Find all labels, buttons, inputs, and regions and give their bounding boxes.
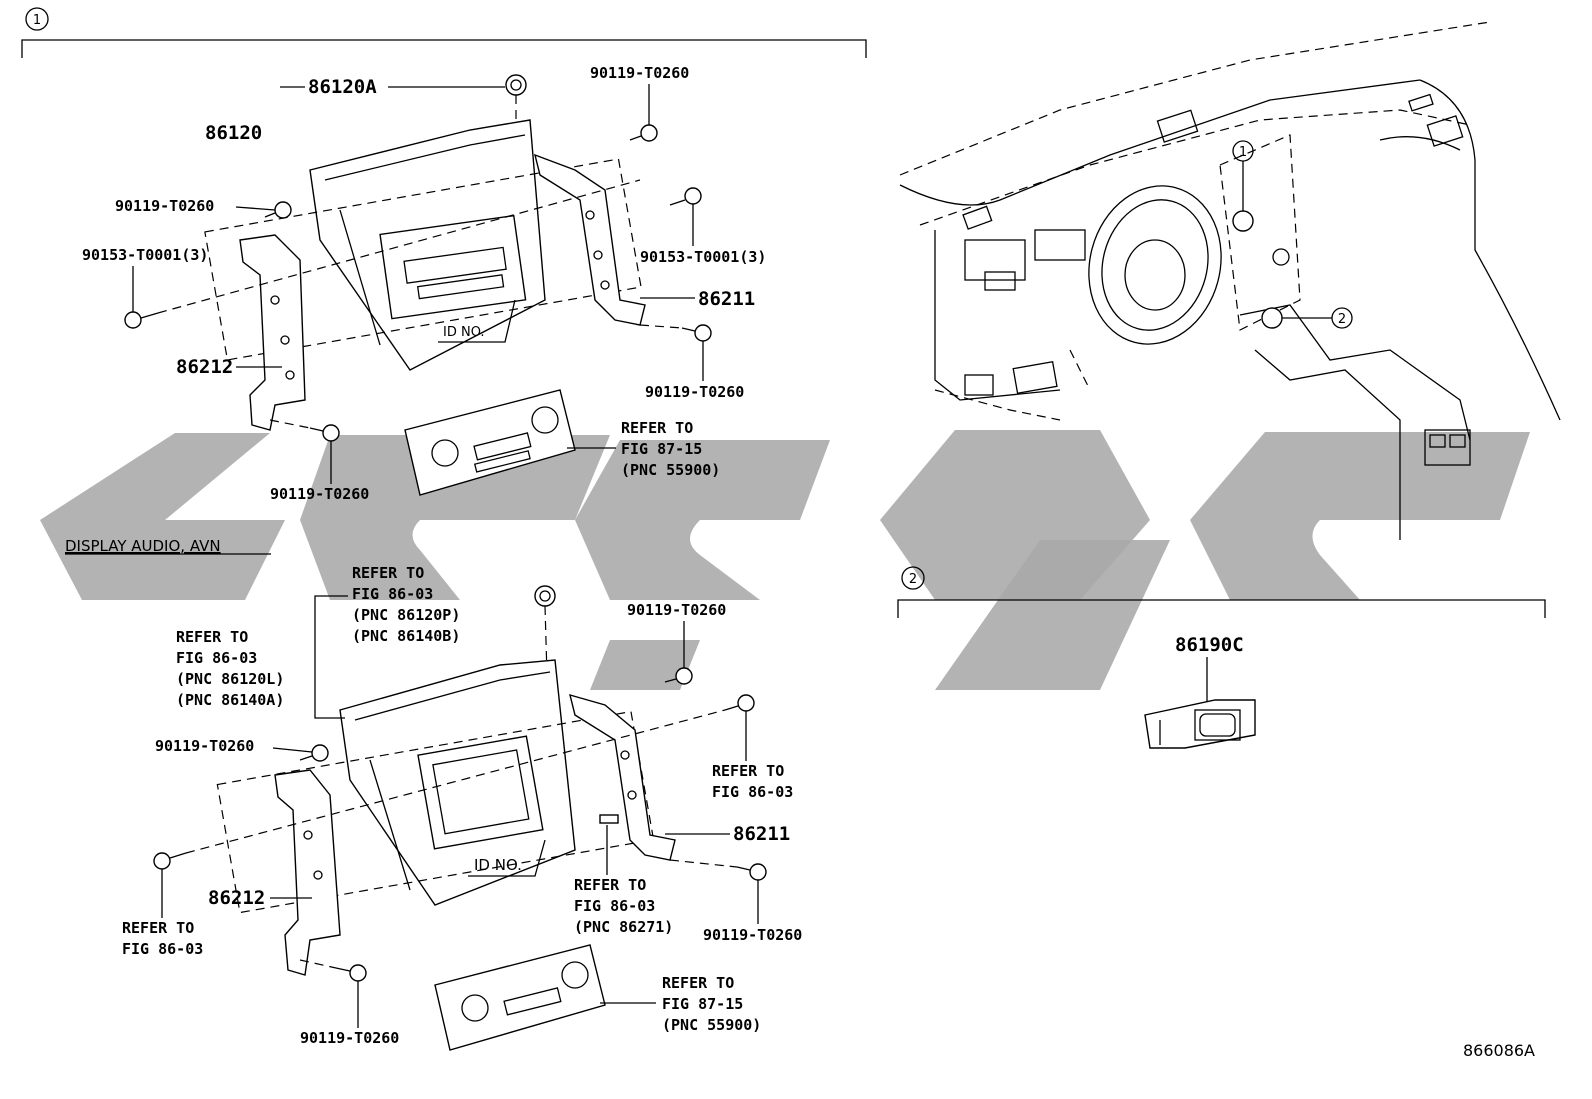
svg-text:REFER TO: REFER TO bbox=[574, 876, 646, 894]
section-1-marker: 1 bbox=[33, 13, 41, 28]
watermark-logo bbox=[40, 430, 1530, 690]
svg-text:(PNC 55900): (PNC 55900) bbox=[662, 1016, 761, 1034]
display-audio-heading: DISPLAY AUDIO, AVN bbox=[65, 537, 221, 555]
bezel-86120 bbox=[309, 119, 546, 371]
ac-control-unit bbox=[404, 389, 576, 496]
svg-text:REFER TO: REFER TO bbox=[662, 974, 734, 992]
id-number-label: ID NO. bbox=[474, 856, 522, 874]
refer-fig-86-03-bottom-left: REFER TO FIG 86-03 bbox=[122, 919, 203, 958]
callout-86211: 86211 bbox=[733, 823, 790, 845]
bracket-86212 bbox=[239, 234, 306, 431]
clip-86120a bbox=[505, 74, 527, 96]
svg-text:(PNC 86140B): (PNC 86140B) bbox=[352, 627, 460, 645]
svg-text:REFER TO: REFER TO bbox=[712, 762, 784, 780]
svg-text:(PNC 86271): (PNC 86271) bbox=[574, 918, 673, 936]
section-1-labels: 86120A 86120 90119-T0260 90119-T0260 901… bbox=[82, 64, 766, 503]
svg-text:FIG 86-03: FIG 86-03 bbox=[176, 649, 257, 667]
svg-text:REFER TO: REFER TO bbox=[352, 564, 424, 582]
refer-86271: REFER TO FIG 86-03 (PNC 86271) bbox=[574, 876, 673, 936]
callout-bolt-top-right: 90119-T0260 bbox=[590, 64, 689, 82]
id-number-label: ID NO. bbox=[443, 325, 485, 340]
refer-fig-87-15-lower: REFER TO FIG 87-15 (PNC 55900) bbox=[662, 974, 761, 1034]
overview-marker-1: 1 bbox=[1239, 145, 1247, 160]
svg-text:(PNC 55900): (PNC 55900) bbox=[621, 461, 720, 479]
callout-bolt-bottom: 90119-T0260 bbox=[270, 485, 369, 503]
clip-display bbox=[534, 585, 556, 607]
callout-bolt-right: 90119-T0260 bbox=[703, 926, 802, 944]
callout-screw-left: 90153-T0001(3) bbox=[82, 246, 208, 264]
svg-text:FIG 87-15: FIG 87-15 bbox=[621, 440, 702, 458]
display-audio-drawing bbox=[153, 585, 767, 1051]
callout-screw-right: 90153-T0001(3) bbox=[640, 248, 766, 266]
callout-bolt-top-left: 90119-T0260 bbox=[115, 197, 214, 215]
callout-86190c: 86190C bbox=[1175, 634, 1244, 656]
section-2-frame: 2 bbox=[897, 566, 1546, 618]
callout-86211: 86211 bbox=[698, 288, 755, 310]
callout-86120a: 86120A bbox=[308, 76, 377, 98]
section-1-frame: 1 bbox=[21, 7, 867, 58]
callout-bolt-bottom: 90119-T0260 bbox=[300, 1029, 399, 1047]
section-2-marker: 2 bbox=[909, 572, 917, 587]
callout-86212: 86212 bbox=[176, 356, 233, 378]
steering-wheel bbox=[1088, 185, 1222, 345]
display-audio-labels: REFER TO FIG 86-03 (PNC 86120P) (PNC 861… bbox=[122, 564, 802, 1047]
dashboard-overview: 1 2 bbox=[899, 21, 1561, 540]
callout-86120: 86120 bbox=[205, 122, 262, 144]
figure-id: 866086A bbox=[1463, 1041, 1535, 1060]
overview-marker-2: 2 bbox=[1338, 312, 1346, 327]
svg-text:REFER TO: REFER TO bbox=[176, 628, 248, 646]
callout-bolt-right: 90119-T0260 bbox=[645, 383, 744, 401]
svg-text:FIG 87-15: FIG 87-15 bbox=[662, 995, 743, 1013]
refer-86120l: REFER TO FIG 86-03 (PNC 86120L) (PNC 861… bbox=[176, 628, 284, 709]
svg-text:REFER TO: REFER TO bbox=[621, 419, 693, 437]
switch-86190c bbox=[1144, 699, 1256, 749]
svg-text:FIG 86-03: FIG 86-03 bbox=[574, 897, 655, 915]
callout-bolt-top-right: 90119-T0260 bbox=[627, 601, 726, 619]
callout-bolt-top-left: 90119-T0260 bbox=[155, 737, 254, 755]
svg-text:(PNC 86140A): (PNC 86140A) bbox=[176, 691, 284, 709]
section-1-drawing bbox=[124, 74, 712, 496]
refer-86120p: REFER TO FIG 86-03 (PNC 86120P) (PNC 861… bbox=[352, 564, 460, 645]
refer-fig-86-03-right: REFER TO FIG 86-03 bbox=[712, 762, 793, 801]
svg-text:FIG 86-03: FIG 86-03 bbox=[712, 783, 793, 801]
refer-fig-87-15-upper: REFER TO FIG 87-15 (PNC 55900) bbox=[621, 419, 720, 479]
callout-86212: 86212 bbox=[208, 887, 265, 909]
svg-text:FIG 86-03: FIG 86-03 bbox=[122, 940, 203, 958]
svg-text:(PNC 86120L): (PNC 86120L) bbox=[176, 670, 284, 688]
display-bezel bbox=[339, 659, 576, 906]
section-2-drawing: 86190C bbox=[1144, 634, 1256, 749]
svg-text:REFER TO: REFER TO bbox=[122, 919, 194, 937]
svg-text:FIG 86-03: FIG 86-03 bbox=[352, 585, 433, 603]
svg-text:(PNC 86120P): (PNC 86120P) bbox=[352, 606, 460, 624]
bracket-86211 bbox=[533, 153, 646, 326]
